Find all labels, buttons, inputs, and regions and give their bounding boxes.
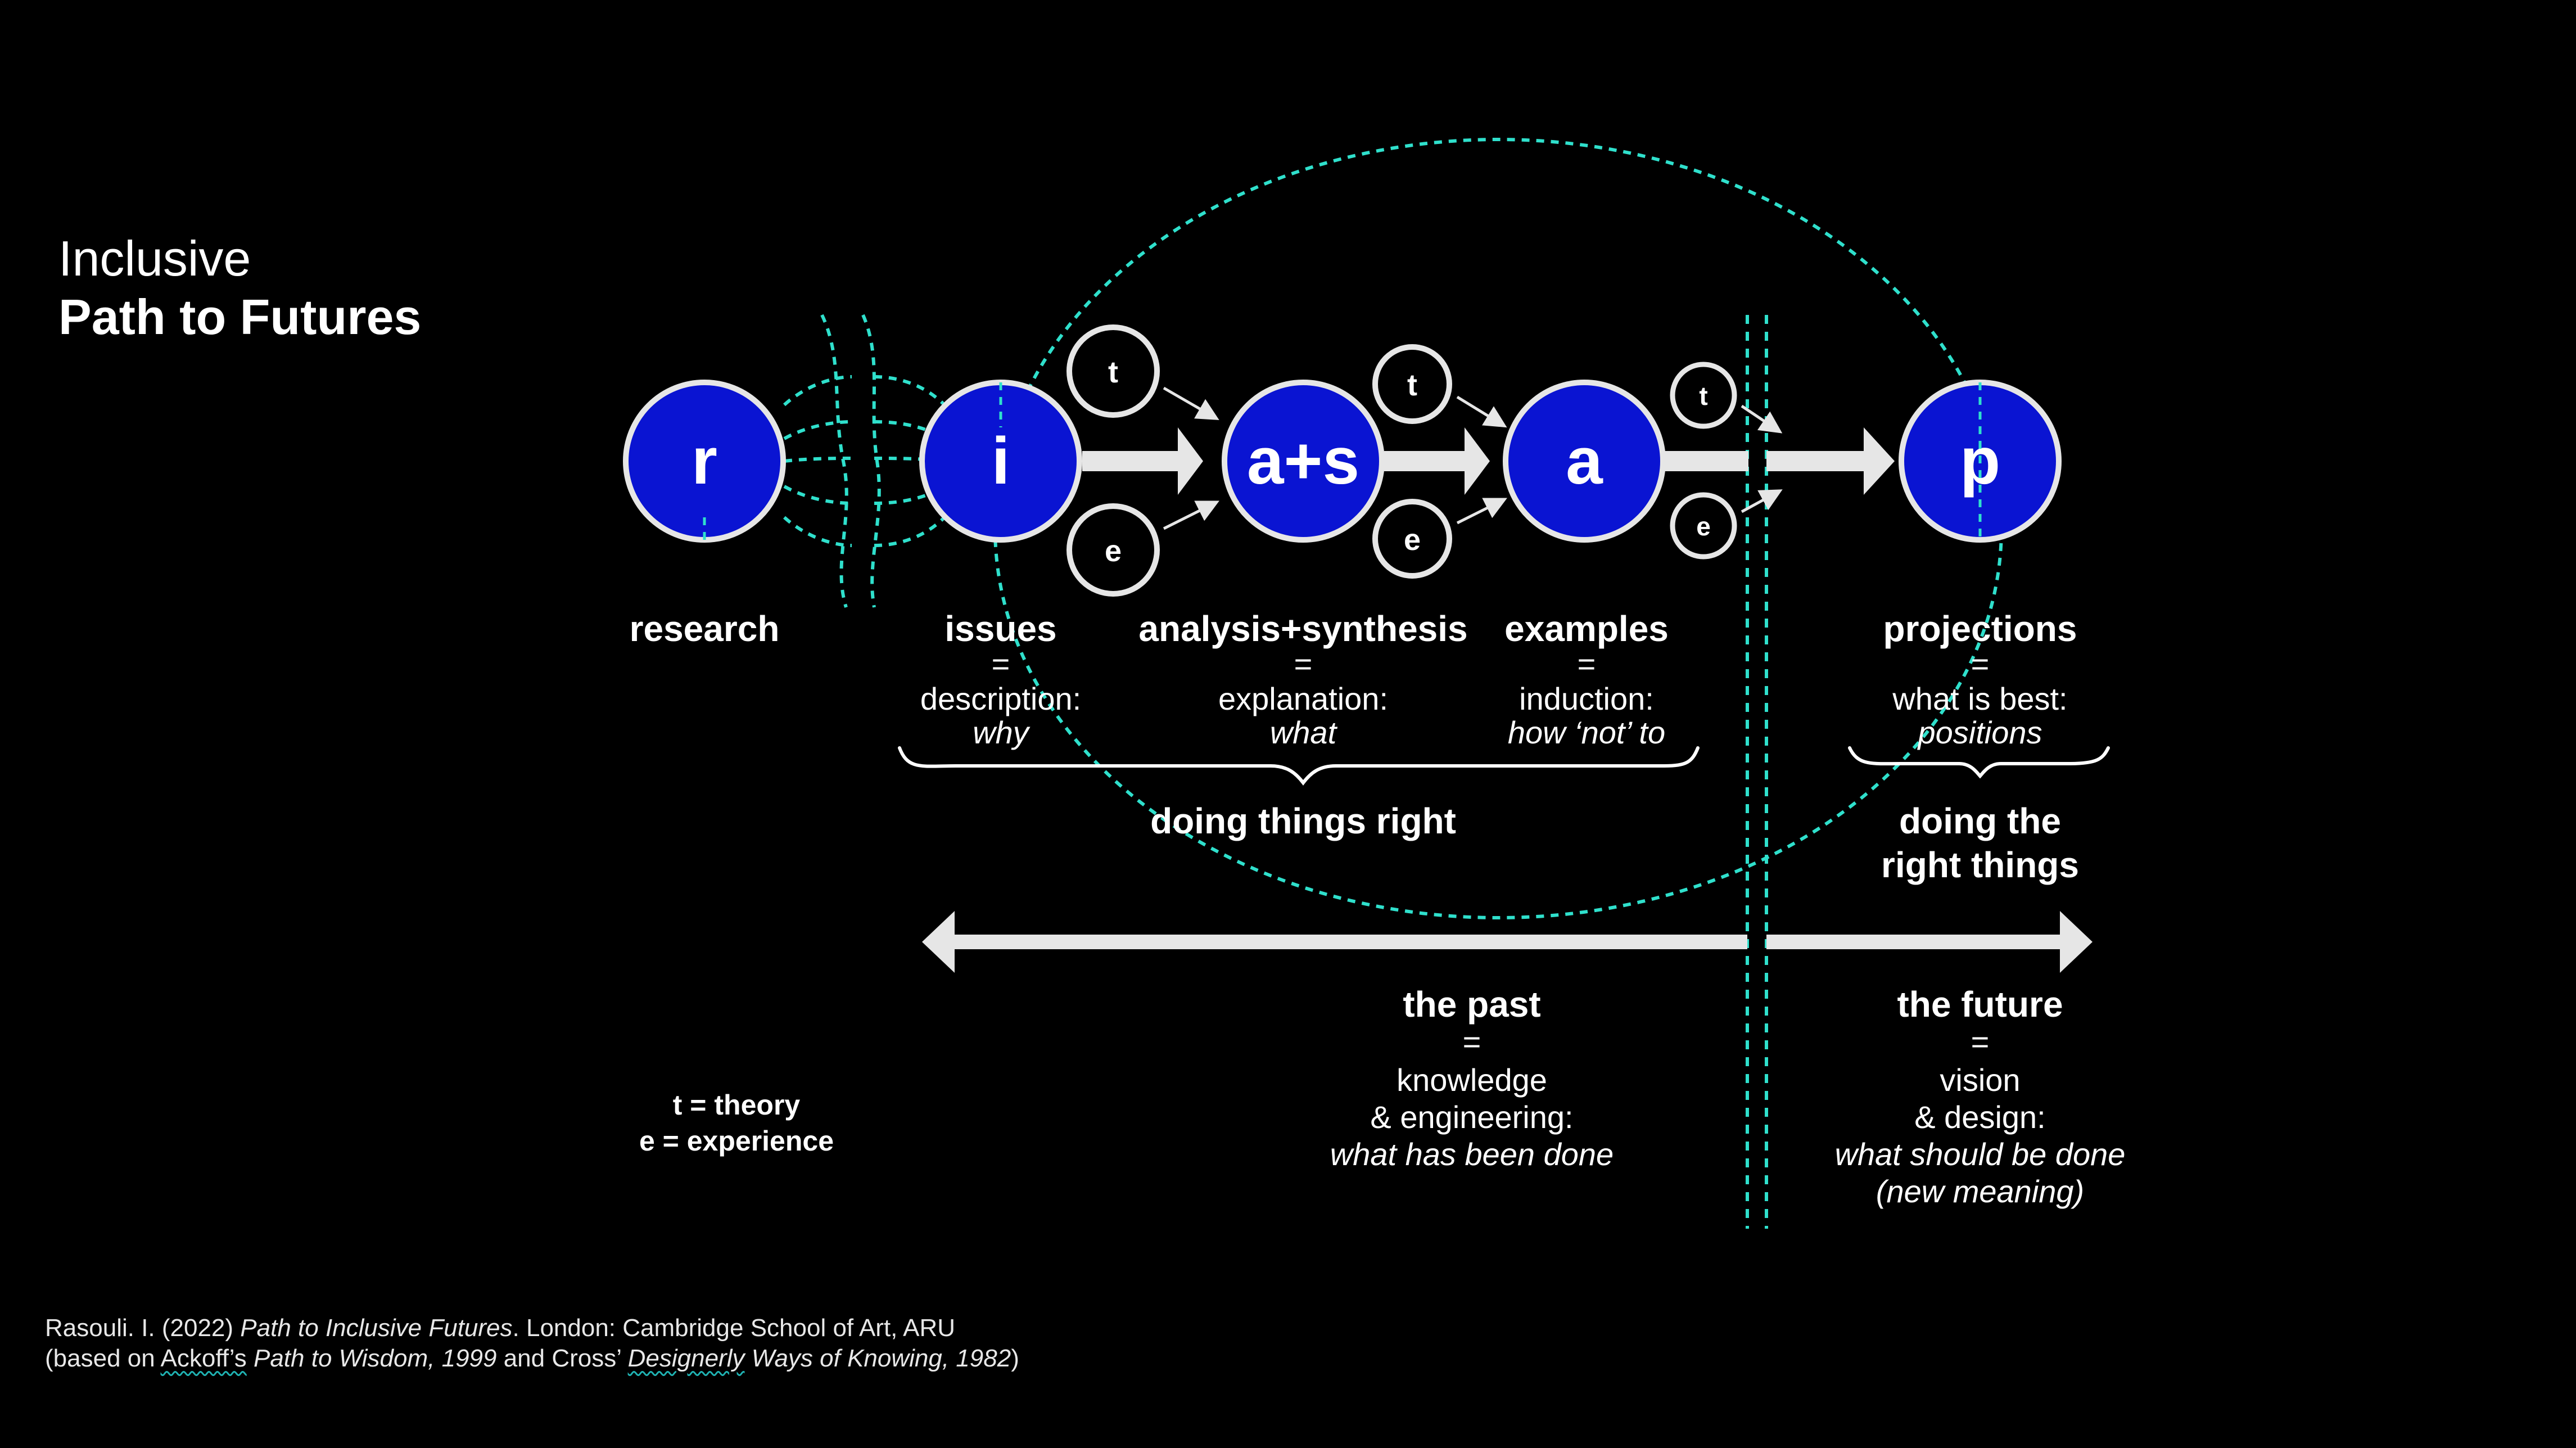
group-doing-right-things-2: right things xyxy=(1881,845,2079,885)
group-doing-things-right: doing things right xyxy=(1150,801,1456,841)
svg-text:knowledge: knowledge xyxy=(1397,1062,1547,1098)
svg-text:(new meaning): (new meaning) xyxy=(1876,1174,2084,1209)
svg-text:explanation:: explanation: xyxy=(1218,681,1388,716)
svg-text:e: e xyxy=(1105,534,1122,568)
svg-text:t: t xyxy=(1699,381,1707,411)
brace-doing-things-right xyxy=(898,746,1700,786)
svg-text:e: e xyxy=(1404,523,1421,557)
label-projections: projections xyxy=(1883,608,2077,649)
svg-text:=: = xyxy=(992,646,1010,682)
svg-text:r: r xyxy=(692,424,717,498)
svg-text:what is best:: what is best: xyxy=(1892,681,2067,716)
flow-arrows xyxy=(1082,427,1895,495)
svg-text:=: = xyxy=(1971,646,1990,682)
svg-text:why: why xyxy=(973,715,1031,750)
theory-input-3: t xyxy=(1670,362,1737,429)
svg-text:& design:: & design: xyxy=(1914,1099,2046,1135)
arrow-as-to-a xyxy=(1384,427,1490,495)
title-line-2: Path to Futures xyxy=(58,288,422,345)
ellipse-overlay xyxy=(703,382,1982,540)
svg-text:=: = xyxy=(1578,646,1596,682)
svg-text:vision: vision xyxy=(1940,1062,2020,1098)
node-issues: i xyxy=(919,380,1082,543)
svg-text:what has been done: what has been done xyxy=(1330,1136,1614,1172)
svg-text:what should be done: what should be done xyxy=(1835,1136,2126,1172)
input-arrows xyxy=(1163,386,1783,530)
legend-theory: t = theory xyxy=(673,1089,801,1121)
arrow-a-to-p xyxy=(1664,427,1895,495)
legend-experience: e = experience xyxy=(639,1125,834,1157)
label-issues: issues xyxy=(944,608,1056,649)
svg-text:description:: description: xyxy=(920,681,1081,716)
citation-line-2: (based on Ackoff’s Path to Wisdom, 1999 … xyxy=(45,1345,1019,1372)
svg-text:the future: the future xyxy=(1897,984,2063,1025)
grouping-braces xyxy=(898,746,2110,786)
node-research: r xyxy=(623,380,786,543)
stage-nodes: r i a+s a p xyxy=(623,380,2062,543)
svg-text:=: = xyxy=(1463,1024,1481,1059)
label-research: research xyxy=(630,608,780,649)
svg-text:e: e xyxy=(1696,512,1711,541)
past-future-divider xyxy=(1746,315,1768,1229)
timeline-arrow xyxy=(922,911,2093,973)
svg-text:& engineering:: & engineering: xyxy=(1370,1099,1573,1135)
theory-input-2: t xyxy=(1372,344,1452,424)
svg-text:=: = xyxy=(1971,1024,1990,1059)
svg-text:what: what xyxy=(1270,715,1338,750)
node-labels: research issues = description: why analy… xyxy=(630,608,2077,750)
arrow-i-to-as xyxy=(1082,427,1203,495)
research-connection-waves xyxy=(783,314,946,608)
input-circles: t e t e t e xyxy=(1066,324,1737,597)
svg-text:=: = xyxy=(1294,646,1313,682)
label-analysis-synthesis: analysis+synthesis xyxy=(1138,608,1467,649)
slide-title: Inclusive Path to Futures xyxy=(58,229,421,346)
label-examples: examples xyxy=(1504,608,1669,649)
title-line-1: Inclusive xyxy=(58,231,251,286)
experience-input-2: e xyxy=(1372,499,1452,579)
brace-doing-the-right-things xyxy=(1848,746,2110,779)
spellcheck-word-designerly: Designerly xyxy=(627,1345,745,1372)
citation-line-1: Rasouli. I. (2022) Path to Inclusive Fut… xyxy=(45,1314,956,1342)
experience-input-1: e xyxy=(1066,503,1160,597)
svg-text:the past: the past xyxy=(1403,984,1540,1025)
experience-input-3: e xyxy=(1670,492,1737,560)
svg-text:t: t xyxy=(1407,368,1417,402)
svg-text:a: a xyxy=(1566,424,1603,498)
spellcheck-word-ackoffs: Ackoff’s xyxy=(160,1345,247,1372)
node-examples: a xyxy=(1503,380,1666,543)
svg-text:induction:: induction: xyxy=(1519,681,1654,716)
timeline-future: the future = vision & design: what shoul… xyxy=(1835,984,2126,1209)
svg-text:how ‘not’ to: how ‘not’ to xyxy=(1508,715,1665,750)
svg-text:positions: positions xyxy=(1917,715,2042,750)
svg-text:t: t xyxy=(1108,355,1118,389)
svg-text:a+s: a+s xyxy=(1247,424,1359,498)
theory-input-1: t xyxy=(1066,324,1160,418)
legend: t = theory e = experience xyxy=(639,1089,834,1157)
group-doing-right-things-1: doing the xyxy=(1899,801,2061,841)
svg-text:i: i xyxy=(992,424,1010,498)
timeline-past: the past = knowledge & engineering: what… xyxy=(1330,984,1614,1172)
citation: Rasouli. I. (2022) Path to Inclusive Fut… xyxy=(45,1313,1019,1374)
node-analysis-synthesis: a+s xyxy=(1222,380,1385,543)
